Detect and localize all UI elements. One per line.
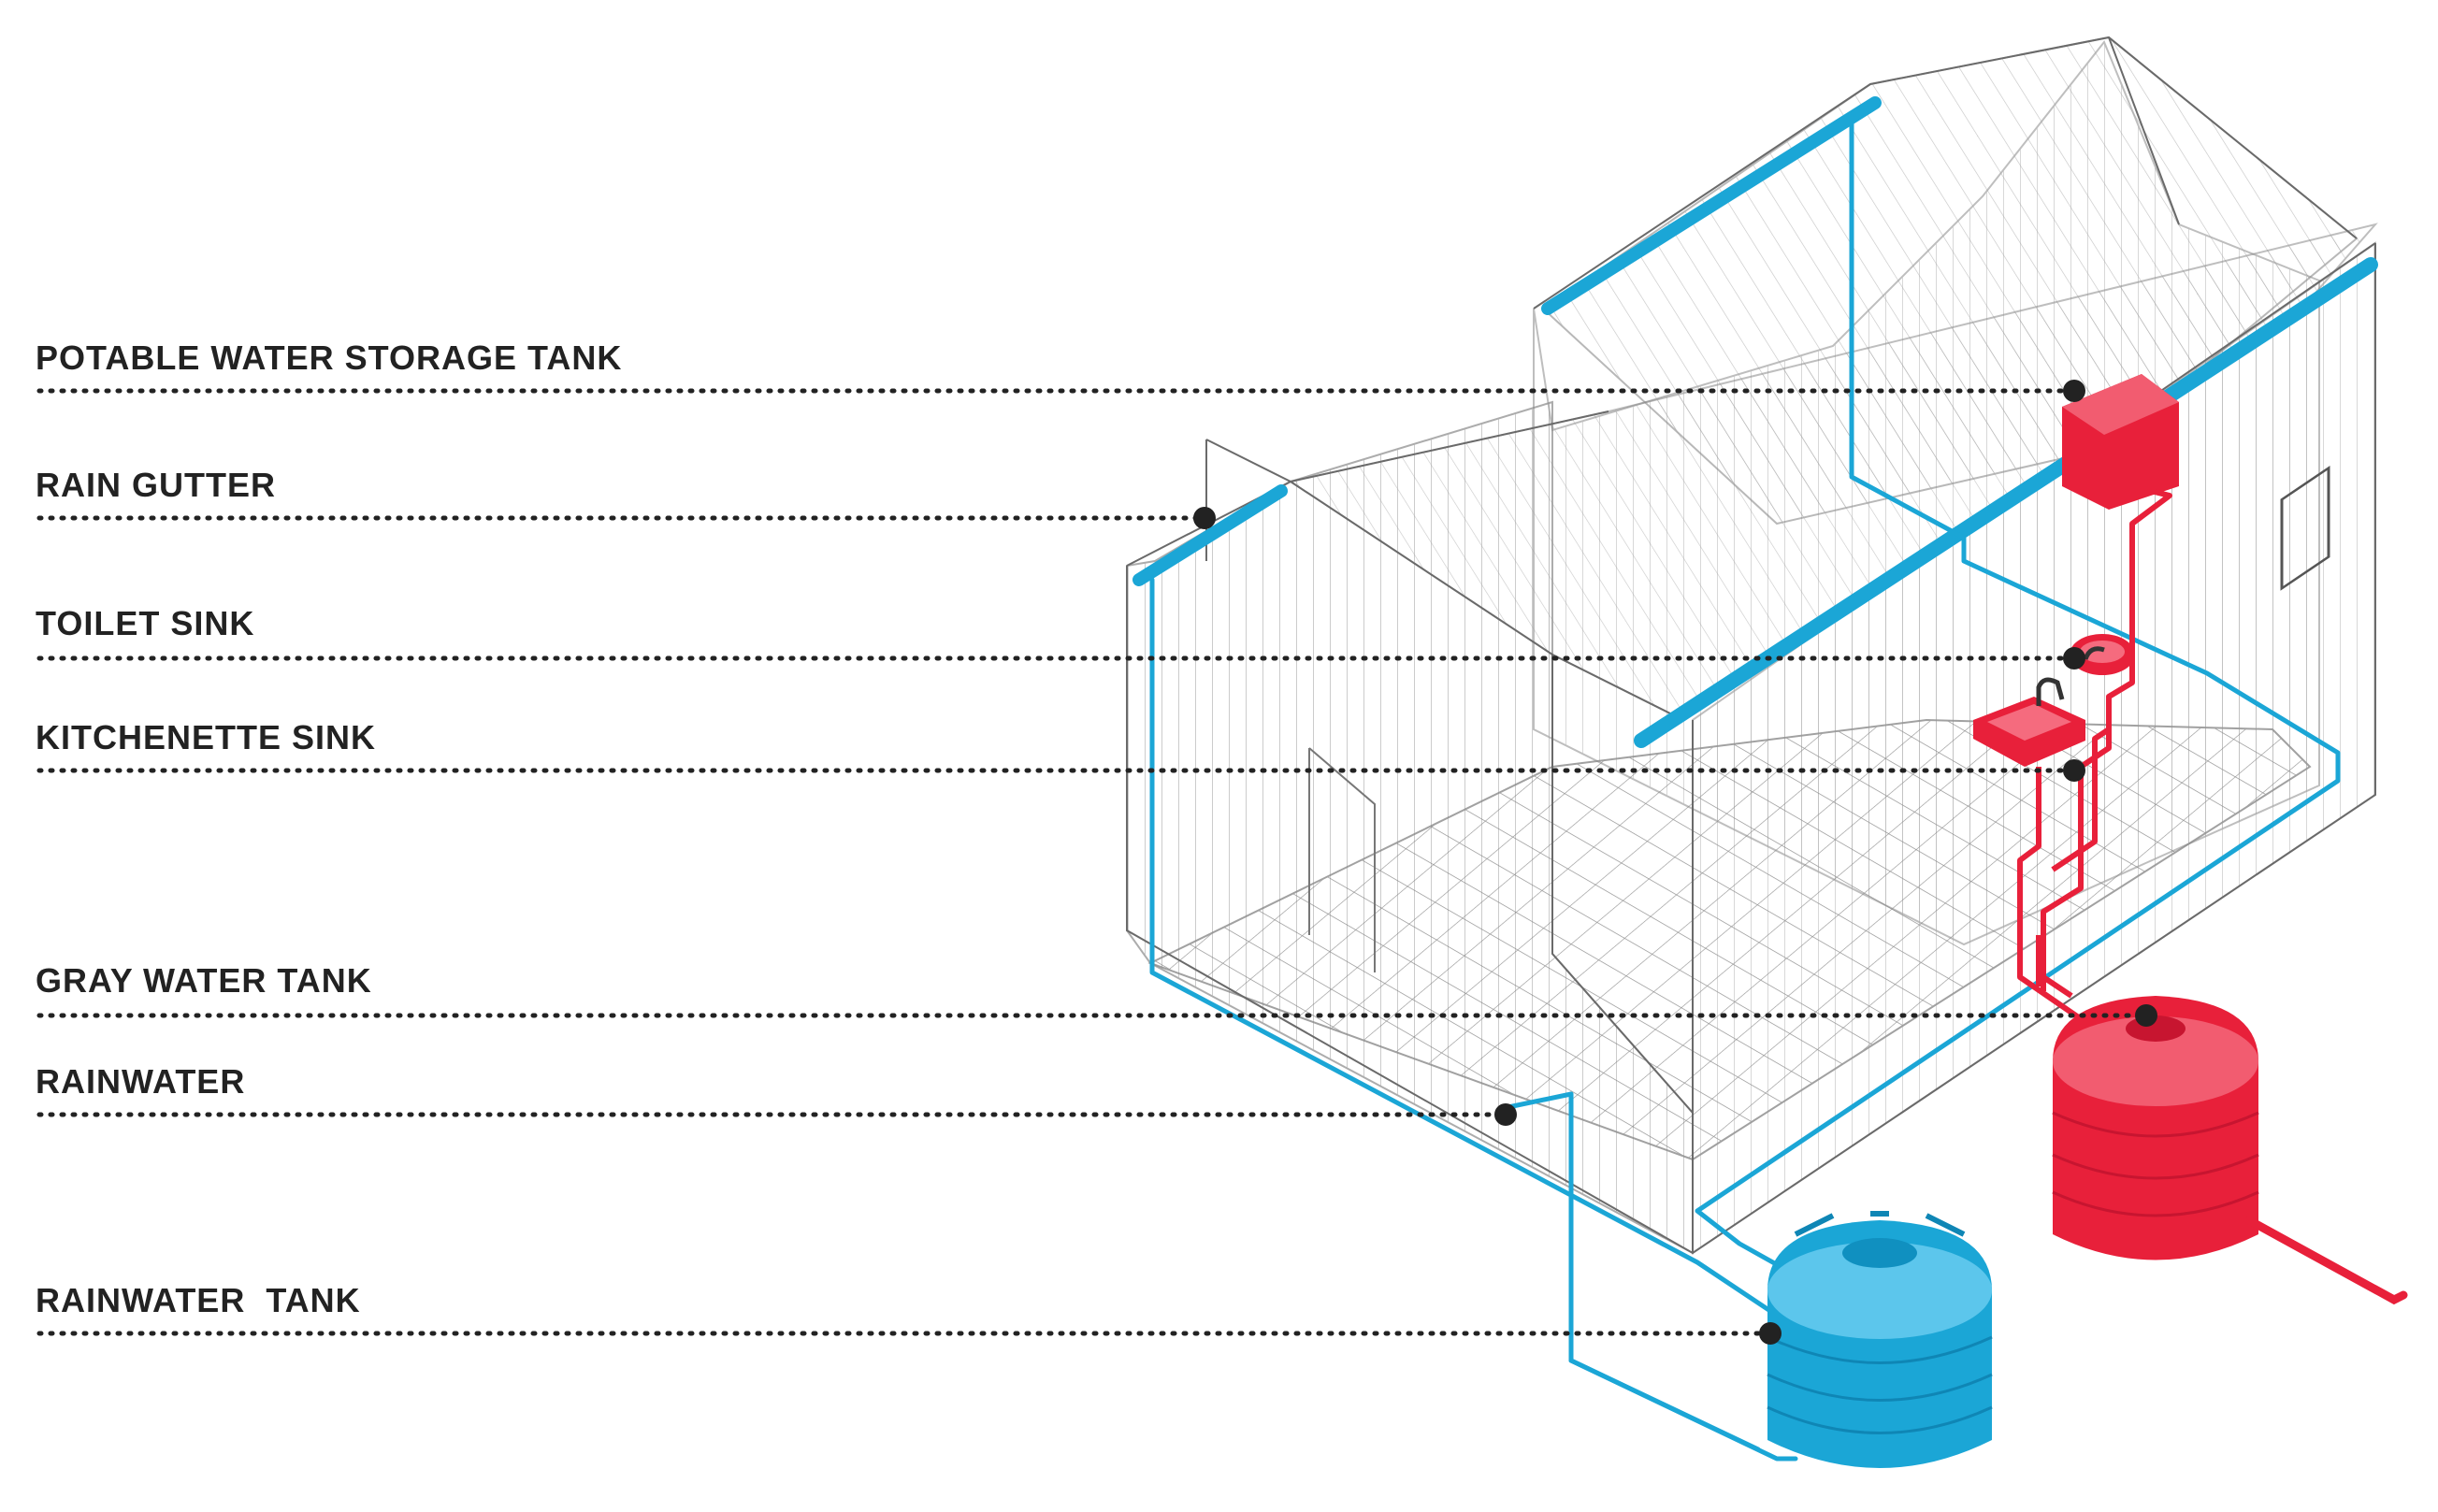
upper-roof-outline: [1533, 36, 2358, 310]
label-gray-water-tank: GRAY WATER TANK: [36, 961, 372, 1000]
dot-rain-gutter: [1193, 507, 1216, 529]
supply-pipe: [2036, 488, 2172, 999]
rainwater-pipe-back: [1695, 114, 2341, 1286]
rainwater-pipe-left: [1149, 577, 1798, 1331]
dot-gray-water-tank: [2135, 1004, 2157, 1027]
label-toilet-sink: TOILET SINK: [36, 604, 255, 642]
overflow-outlet-pipe: [2244, 1216, 2408, 1305]
label-rainwater-tank: RAINWATER TANK: [36, 1281, 361, 1319]
dot-rainwater-tank: [1759, 1322, 1782, 1345]
kitchen-faucet: [2036, 677, 2065, 706]
leader-dots: [1193, 380, 2157, 1345]
rainwater-tank-drawing: [1767, 1211, 1993, 1468]
dot-potable-tank: [2063, 380, 2085, 402]
side-window: [2280, 465, 2330, 591]
label-rain-gutter: RAIN GUTTER: [36, 466, 276, 504]
rain-gutter-left: [1132, 484, 1288, 586]
label-rainwater: RAINWATER: [36, 1062, 246, 1101]
potable-greywater-system: [1973, 374, 2408, 1305]
rainwater-system: [1132, 96, 2378, 1462]
dot-rainwater: [1494, 1103, 1517, 1126]
label-kitchenette-sink: KITCHENETTE SINK: [36, 718, 377, 756]
door-frame: [1308, 747, 1376, 972]
leader-lines: [36, 388, 2149, 1336]
rainwater-pipe-loop: [1568, 1091, 1761, 1452]
dot-kitchenette-sink: [2063, 759, 2085, 782]
label-potable-water-storage-tank: POTABLE WATER STORAGE TANK: [36, 338, 623, 377]
dot-toilet-sink: [2063, 647, 2085, 670]
house-outline: [1126, 242, 2376, 1255]
rain-gutter-front: [1634, 257, 2378, 748]
greywater-drain-pipe: [2017, 767, 2097, 1031]
rain-gutter-top: [1541, 96, 1882, 315]
